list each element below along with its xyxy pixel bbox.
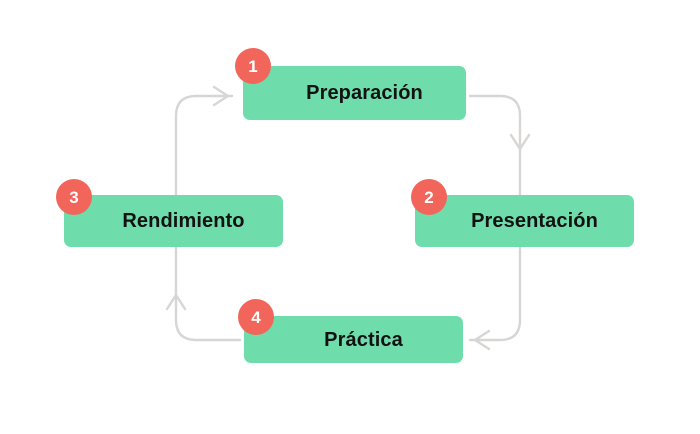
connector-left-to-top <box>174 94 234 198</box>
node-number-badge: 2 <box>411 179 447 215</box>
node-label: Rendimiento <box>122 210 245 232</box>
connector-bottom-to-left <box>174 241 242 342</box>
arrow-toward-presentacion-icon <box>509 133 531 151</box>
connector-right-to-bottom <box>468 241 522 342</box>
cycle-node-preparacion[interactable]: Preparación 1 <box>235 48 466 120</box>
node-box: Presentación <box>415 195 634 247</box>
node-label: Presentación <box>471 210 598 232</box>
arrow-into-preparacion-icon <box>212 85 230 107</box>
node-number-badge: 3 <box>56 179 92 215</box>
node-box: Rendimiento <box>64 195 283 247</box>
cycle-node-rendimiento[interactable]: Rendimiento 3 <box>56 179 283 247</box>
node-number-badge: 4 <box>238 299 274 335</box>
arrow-into-practica-icon <box>473 329 491 351</box>
arrow-toward-rendimiento-icon <box>165 293 187 311</box>
connector-top-to-right <box>468 94 522 202</box>
cycle-node-presentacion[interactable]: Presentación 2 <box>411 179 634 247</box>
node-box: Práctica <box>244 316 463 363</box>
node-label: Preparación <box>306 82 423 104</box>
node-number-badge: 1 <box>235 48 271 84</box>
node-label: Práctica <box>324 328 403 351</box>
cycle-node-practica[interactable]: Práctica 4 <box>238 299 463 363</box>
node-box: Preparación <box>243 66 466 120</box>
